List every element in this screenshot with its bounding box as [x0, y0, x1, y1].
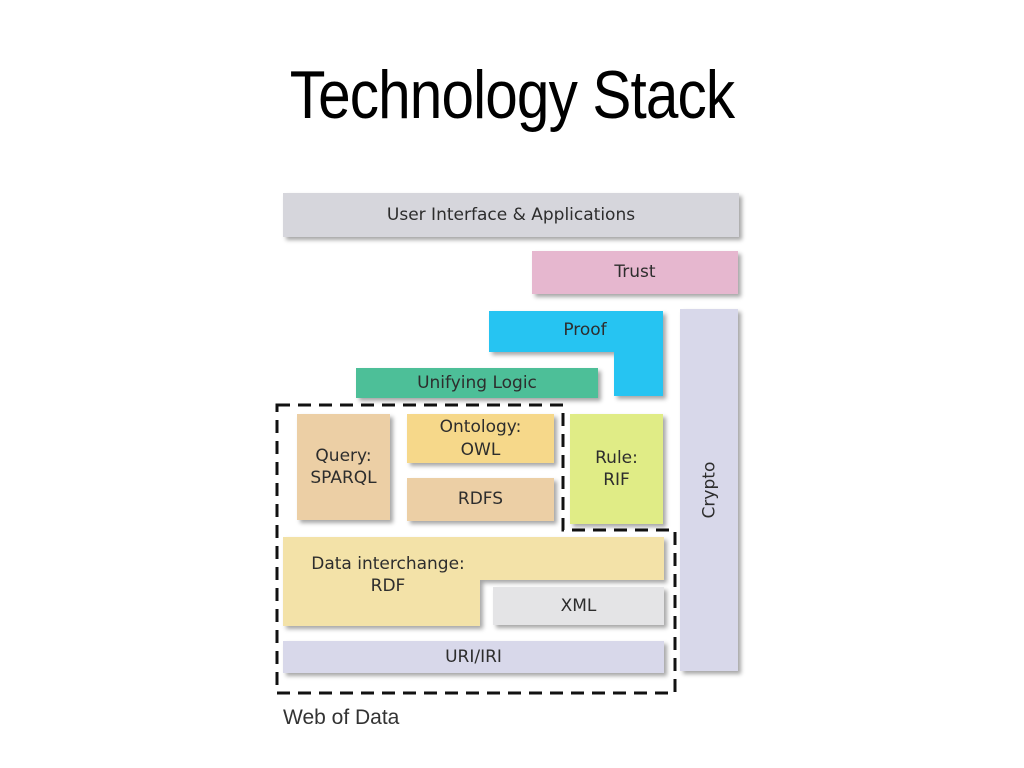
ontology-label: Ontology: OWL — [439, 417, 522, 460]
web-of-data-boundary — [275, 403, 677, 695]
trust-label: Trust — [614, 262, 656, 283]
crypto-label: Crypto — [698, 461, 719, 519]
rule-layer: Rule: RIF — [570, 414, 663, 524]
xml-layer: XML — [493, 587, 664, 625]
user-interface-layer: User Interface & Applications — [283, 193, 739, 237]
unifying-logic-label: Unifying Logic — [417, 372, 537, 393]
slide-title: Technology Stack — [289, 57, 735, 133]
rule-label: Rule: RIF — [595, 447, 638, 490]
query-layer: Query: SPARQL — [297, 414, 390, 520]
xml-label: XML — [560, 595, 597, 616]
web-of-data-label: Web of Data — [283, 706, 400, 729]
trust-layer: Trust — [532, 251, 738, 294]
ontology-layer: Ontology: OWL — [407, 414, 554, 463]
crypto-layer: Crypto — [680, 309, 738, 671]
uri-layer: URI/IRI — [283, 641, 664, 673]
proof-layer — [489, 311, 663, 396]
rdfs-label: RDFS — [457, 489, 504, 510]
query-label: Query: SPARQL — [310, 445, 377, 488]
data-interchange-label: Data interchange: RDF — [311, 554, 465, 597]
uri-label: URI/IRI — [445, 646, 502, 667]
user-interface-label: User Interface & Applications — [386, 204, 636, 225]
proof-label: Proof — [563, 320, 607, 340]
rdfs-layer: RDFS — [407, 478, 554, 521]
data-interchange-layer — [283, 537, 664, 626]
unifying-logic-layer: Unifying Logic — [356, 368, 598, 398]
